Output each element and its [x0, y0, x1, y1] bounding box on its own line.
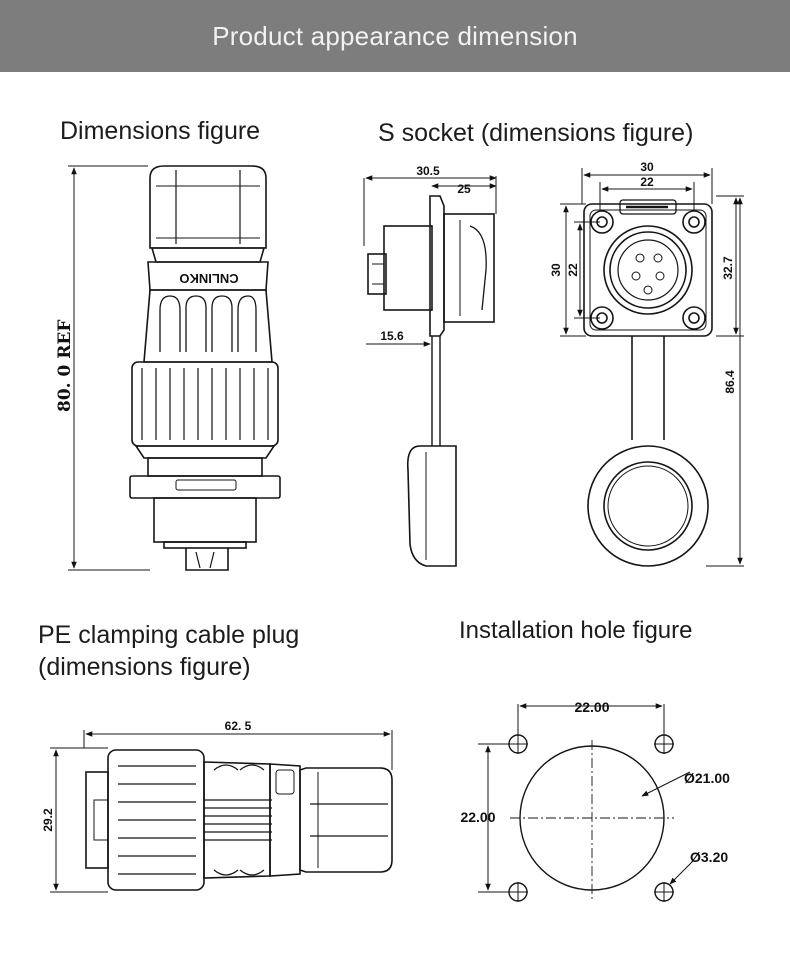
label-front-height-outer: 30 — [549, 263, 563, 277]
label-front-height-inner: 22 — [566, 263, 580, 277]
label-brand-logo: CNLINKO — [179, 271, 238, 286]
label-center-hole-diameter: Ø21.00 — [684, 770, 730, 786]
label-front-height-flange: 32.7 — [721, 256, 735, 280]
heading-dimensions-figure: Dimensions figure — [60, 117, 261, 145]
label-plug-diameter: 29.2 — [41, 808, 55, 832]
dimensions-figure-drawing — [68, 165, 281, 571]
heading-pe-plug-line2: (dimensions figure) — [38, 653, 251, 681]
label-hole-vertical-spacing: 22.00 — [460, 809, 495, 825]
label-front-width-outer: 30 — [640, 160, 654, 174]
heading-installation-hole: Installation hole figure — [459, 617, 693, 644]
label-mount-hole-diameter: Ø3.20 — [690, 849, 728, 865]
label-front-height-total: 86.4 — [723, 370, 737, 394]
title-banner: Product appearance dimension — [0, 0, 790, 72]
label-side-body: 25 — [457, 182, 471, 196]
label-front-width-inner: 22 — [640, 175, 654, 189]
socket-side-drawing — [363, 175, 497, 567]
label-plug-length: 62. 5 — [225, 719, 252, 733]
label-hole-horizontal-spacing: 22.00 — [574, 699, 609, 715]
label-ref-length: 80. 0 REF — [55, 320, 75, 412]
label-side-overall: 30.5 — [416, 164, 440, 178]
heading-pe-plug-line1: PE clamping cable plug — [38, 621, 300, 649]
pe-plug-drawing — [50, 730, 393, 893]
banner-title: Product appearance dimension — [212, 20, 578, 51]
heading-s-socket: S socket (dimensions figure) — [378, 119, 694, 147]
socket-front-drawing — [560, 168, 744, 567]
installation-hole-drawing — [478, 703, 695, 902]
label-side-flange: 15.6 — [380, 329, 404, 343]
